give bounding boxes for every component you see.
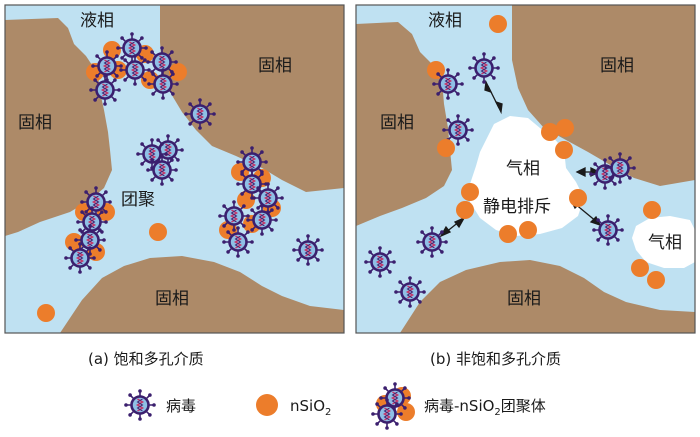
panel-a-solid-label-left: 固相 [18,113,52,133]
legend-virus-icon [122,387,158,423]
nanoparticle [37,304,55,322]
panel-b-solid-label-left: 固相 [380,113,414,133]
virus-particle [430,66,466,102]
nanoparticle [643,201,661,219]
panel-a-solid-label-top-right: 固相 [258,56,292,76]
panel-a: 液相 固相 固相 固相 团聚 (a) 饱和多孔介质 [4,4,345,368]
virus-particle [290,232,326,268]
legend-nanoparticle-icon [256,394,278,416]
panel-b-liquid-label: 液相 [428,11,462,31]
legend-aggregate-label: 病毒-nSiO2团聚体 [424,397,546,418]
panel-b: 液相 固相 固相 固相 气相 静电排斥 气相 [355,4,696,368]
virus-particle [466,50,502,86]
nanoparticle [149,223,167,241]
virus-particle [362,244,398,280]
panel-a-aggregate-label: 团聚 [121,190,155,210]
panel-b-border [355,4,696,334]
panel-b-gas-bubble-right [632,216,695,268]
panel-b-solid-top-right [512,5,695,186]
nanoparticle [569,189,587,207]
panel-b-gas-bubble-center [470,116,584,236]
virus-particle [414,224,450,260]
nanoparticle [489,15,507,33]
legend-aggregate-icon [369,380,415,432]
panel-a-caption: (a) 饱和多孔介质 [88,350,204,368]
panel-b-solid-label-bottom: 固相 [507,289,541,309]
legend: 病毒 nSiO2 病毒-nSiO2团聚体 [122,380,546,432]
virus-particle [590,212,626,248]
panel-b-repulsion-label: 静电排斥 [483,197,551,217]
panel-b-solid-bottom [400,260,695,333]
panel-b-solid-label-top-right: 固相 [600,56,634,76]
panel-a-solid-top-right [160,5,344,192]
panel-a-solid-top-left [5,18,112,236]
panel-b-caption: (b) 非饱和多孔介质 [430,350,561,368]
nanoparticle [437,139,455,157]
virus-particle [182,96,218,132]
panel-a-solid-bottom [60,256,344,333]
panel-b-gas-label-right: 气相 [648,233,682,253]
panel-a-solid-label-bottom: 固相 [155,289,189,309]
legend-virus-label: 病毒 [166,397,196,415]
panel-a-border [4,4,345,334]
legend-nanoparticle-label: nSiO2 [290,397,331,418]
panel-a-liquid-label: 液相 [80,11,114,31]
panel-b-gas-label-center: 气相 [506,159,540,179]
virus-particle [392,274,428,310]
